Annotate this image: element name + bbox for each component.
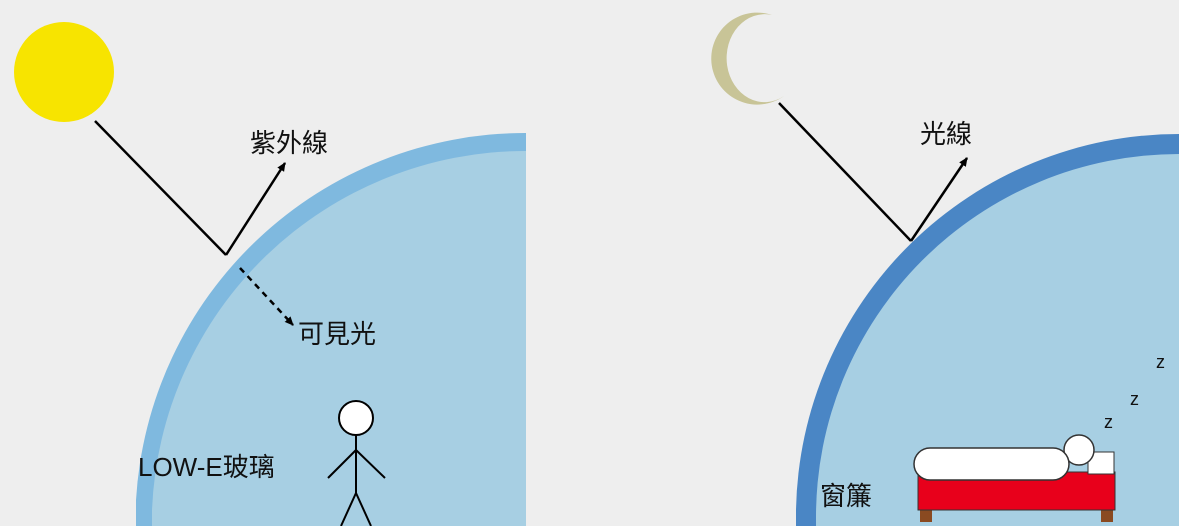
incoming-sunlight-ray (95, 121, 226, 255)
sleep-z-1: z (1104, 412, 1113, 432)
incoming-moonlight-ray (779, 103, 911, 241)
bed-icon (914, 435, 1115, 522)
light-label: 光線 (920, 120, 972, 150)
sleep-z-2: z (1130, 389, 1139, 409)
blanket (914, 448, 1069, 480)
curtain-label: 窗簾 (820, 482, 872, 512)
visible-light-label: 可見光 (298, 320, 376, 350)
low-e-glass-label: LOW-E玻璃 (138, 452, 275, 482)
moon-icon (711, 13, 784, 105)
left-panel: 紫外線 可見光 LOW-E玻璃 (14, 22, 526, 526)
sun-icon (14, 22, 114, 122)
sleep-z-3: z (1156, 352, 1165, 372)
right-panel: 光線 窗簾 z z z (711, 13, 1179, 526)
uv-label: 紫外線 (250, 129, 328, 159)
